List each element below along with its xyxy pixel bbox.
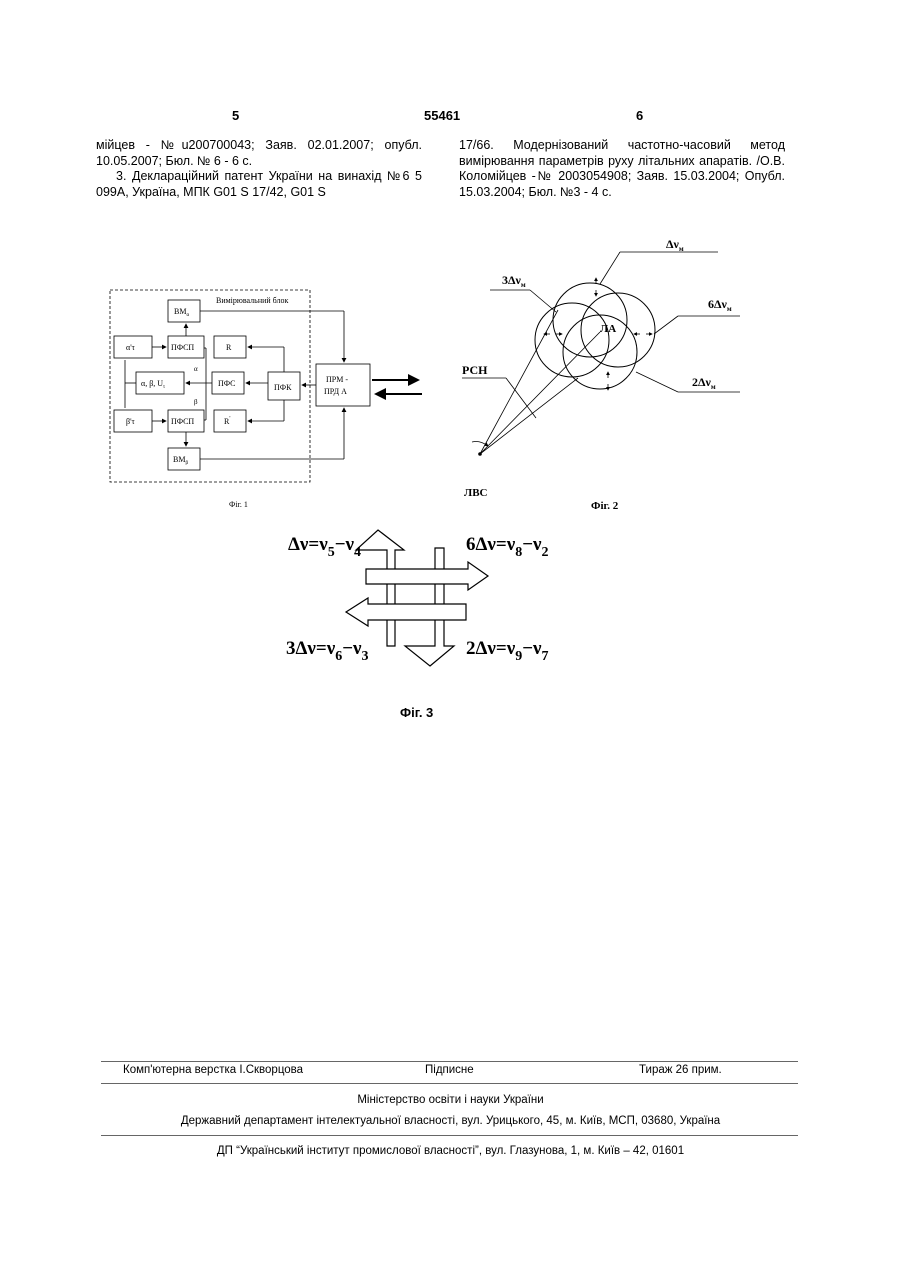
prm-prd-box bbox=[316, 364, 370, 406]
figure-3-arrow-diagram: Δν=ν5−ν4 6Δν=ν8−ν2 3Δν=ν6−ν3 2Δν=ν9−ν7 bbox=[280, 528, 580, 673]
equation-top-right: 6Δν=ν8−ν2 bbox=[466, 534, 549, 560]
right-column: 17/66. Модернізований частотно-часовий м… bbox=[459, 138, 785, 200]
r-top-label: R bbox=[226, 343, 232, 352]
beta-signal-label: β bbox=[194, 398, 198, 406]
equation-bottom-left: 3Δν=ν6−ν3 bbox=[286, 638, 369, 664]
page-number-right: 6 bbox=[636, 108, 643, 123]
left-column-paragraph: мійцев - №u200700043; Заяв. 02.01.2007; … bbox=[96, 138, 422, 169]
left-column-paragraph: 3. Деклараційний патент України на винах… bbox=[96, 169, 422, 200]
equation-bottom-right: 2Δν=ν9−ν7 bbox=[466, 638, 549, 664]
alpha-tau-label: α'τ bbox=[126, 343, 136, 352]
dv-m-label: Δνм bbox=[666, 238, 684, 253]
footer-signed: Підписне bbox=[425, 1064, 474, 1076]
pfsp-bottom-label: ПФСП bbox=[171, 417, 194, 426]
figure-2-caption: Фіг. 2 bbox=[591, 500, 618, 512]
pfs-label: ПФС bbox=[218, 379, 235, 388]
beam-circle-left bbox=[535, 303, 609, 377]
figure-2-beam-diagram: Δνм 3Δνм 6Δνм 2Δνм ЛА РСН ЛВС bbox=[440, 238, 780, 500]
beam-circle-top bbox=[553, 283, 627, 357]
la-label: ЛА bbox=[600, 323, 616, 335]
footer-rule-top bbox=[101, 1061, 798, 1062]
beta-tau-label: β'τ bbox=[126, 417, 136, 426]
footer-print-run: Тираж 26 прим. bbox=[639, 1064, 722, 1076]
beam-circles bbox=[535, 283, 655, 389]
up-arrow bbox=[356, 530, 404, 646]
resolution-arrows bbox=[472, 278, 652, 446]
patent-number: 55461 bbox=[424, 108, 460, 123]
left-column: мійцев - №u200700043; Заяв. 02.01.2007; … bbox=[96, 138, 422, 200]
beam-circle-right bbox=[581, 293, 655, 367]
footer-institute: ДП “Український інститут промислової вла… bbox=[0, 1145, 901, 1157]
left-arrow-bottom bbox=[346, 598, 466, 626]
figure-1-block-diagram: Вимірювальний блок ВМα α'τ ПФСП R α, β, … bbox=[108, 286, 428, 486]
lvs-label: ЛВС bbox=[464, 487, 488, 499]
alpha-signal-label: α bbox=[194, 365, 198, 373]
dv2-label: 2Δνм bbox=[692, 375, 716, 391]
equation-top-left: Δν=ν5−ν4 bbox=[288, 534, 361, 560]
footer-rule-middle bbox=[101, 1083, 798, 1084]
footer-ministry: Міністерство освіти і науки України bbox=[0, 1094, 901, 1106]
block-title: Вимірювальний блок bbox=[216, 296, 289, 305]
page-number-left: 5 bbox=[232, 108, 239, 123]
prm-prd-label-line1: ПРМ - bbox=[326, 375, 348, 384]
lvs-point bbox=[478, 452, 482, 456]
footer-rule-bottom bbox=[101, 1135, 798, 1136]
footer-department: Державний департамент інтелектуальної вл… bbox=[0, 1115, 901, 1127]
prm-prd-label-line2: ПРД А bbox=[324, 387, 347, 396]
dv6-label: 6Δνм bbox=[708, 297, 732, 313]
figure-1-caption: Фіг. 1 bbox=[229, 500, 248, 509]
right-arrow-top bbox=[366, 562, 488, 590]
right-column-paragraph: 17/66. Модернізований частотно-часовий м… bbox=[459, 138, 785, 200]
pfk-label: ПФК bbox=[274, 383, 292, 392]
figure-3-caption: Фіг. 3 bbox=[400, 705, 433, 720]
footer-layout-credit: Комп'ютерна верстка І.Скворцова bbox=[123, 1064, 303, 1076]
pfsp-top-label: ПФСП bbox=[171, 343, 194, 352]
dv3-label: 3Δνм bbox=[502, 273, 526, 289]
io-arrows bbox=[372, 380, 422, 394]
rsn-label: РСН bbox=[462, 363, 488, 377]
